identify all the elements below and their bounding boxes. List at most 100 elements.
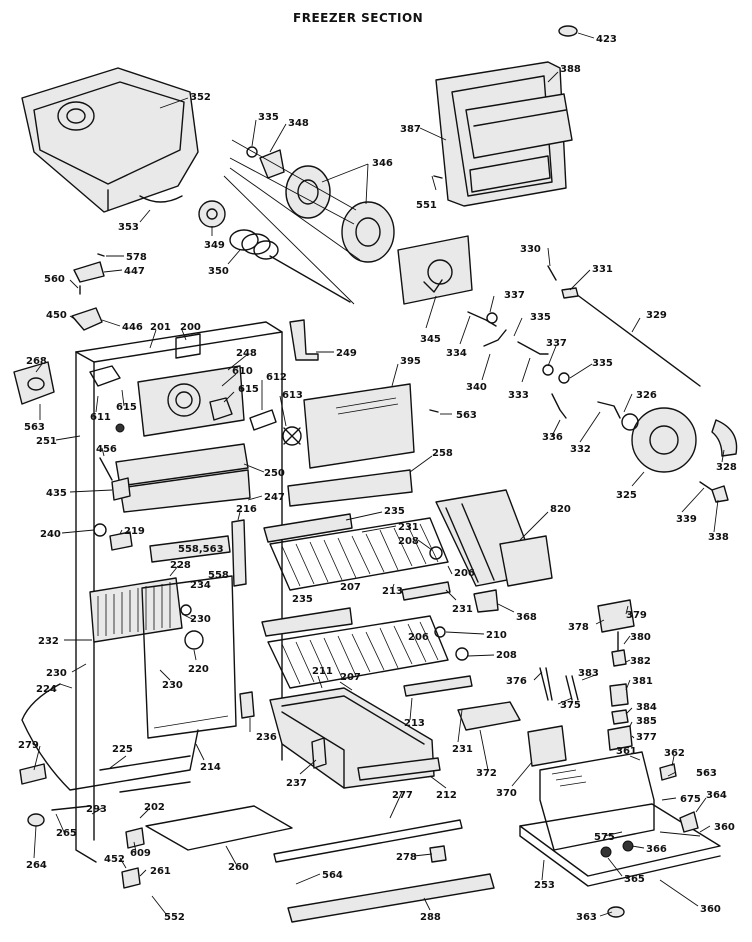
callout-label: 250: [264, 468, 285, 479]
callout-label: 381: [632, 676, 653, 687]
callout-label: 225: [112, 744, 133, 755]
callout-label: 551: [416, 200, 437, 211]
part-325-motor: [621, 407, 738, 473]
part-dispenser-door: [435, 61, 573, 207]
callout-label: 206: [408, 632, 429, 643]
callout-label: 207: [340, 582, 361, 593]
callout-label: 219: [124, 526, 145, 537]
part-446: [71, 307, 103, 331]
callout-label: 253: [534, 880, 555, 891]
part-447-bracket: [73, 261, 105, 283]
part-340: [483, 329, 507, 347]
callout-label: 265: [56, 828, 77, 839]
part-208: [429, 546, 443, 560]
part-234: [180, 604, 192, 616]
callout-label: 377: [636, 732, 657, 743]
callout-label: 446: [122, 322, 143, 333]
callout-label: 382: [630, 656, 651, 667]
callout-label: 260: [228, 862, 249, 873]
part-202: [119, 781, 191, 793]
callout-label: 563: [696, 768, 717, 779]
part-346-augers: [223, 139, 395, 305]
part-435: [111, 477, 131, 501]
callout-label: 552: [164, 912, 185, 923]
part-261: [121, 867, 141, 889]
part-upper-shelf: [263, 513, 451, 601]
callout-label: 264: [26, 860, 47, 871]
part-268-light: [13, 361, 55, 405]
callout-label: 231: [398, 522, 419, 533]
part-220: [184, 630, 204, 650]
callout-label: 288: [420, 912, 441, 923]
callout-label: 249: [336, 348, 357, 359]
callout-label: 435: [46, 488, 67, 499]
callout-label: 232: [38, 636, 59, 647]
callout-label: 563: [24, 422, 45, 433]
callout-label: 236: [256, 732, 277, 743]
part-250: [115, 443, 249, 487]
callout-label: 610: [232, 366, 253, 377]
callout-label: 615: [116, 402, 137, 413]
part-337: [486, 312, 498, 324]
part-224-tube: [21, 683, 199, 791]
part-456: [99, 457, 113, 481]
part-216: [231, 519, 247, 587]
callout-label: 675: [680, 794, 701, 805]
callout-label: 558: [208, 570, 229, 581]
callout-label: 261: [150, 866, 171, 877]
callout-label: 338: [708, 532, 729, 543]
callout-label: 293: [86, 804, 107, 815]
callout-label: 379: [626, 610, 647, 621]
callout-label: 235: [384, 506, 405, 517]
part-249-bracket: [289, 319, 319, 361]
callout-label: 231: [452, 604, 473, 615]
part-277-rail: [273, 819, 463, 863]
part-260-tray: [145, 805, 293, 851]
part-345-bracket: [397, 235, 473, 305]
part-valve-assembly: [597, 599, 635, 707]
callout-label: 395: [400, 356, 421, 367]
callout-label: 248: [236, 348, 257, 359]
part-820-icemaker: [435, 489, 553, 587]
part-338: [711, 485, 729, 503]
callout-label: 325: [616, 490, 637, 501]
callout-label: 450: [46, 310, 67, 321]
callout-label: 380: [630, 632, 651, 643]
callout-label: 349: [204, 240, 225, 251]
part-578-screw: [97, 253, 105, 257]
part-225: [99, 755, 191, 771]
callout-label: 360: [714, 822, 735, 833]
part-349-gear: [198, 200, 226, 228]
callout-label: 384: [636, 702, 657, 713]
part-219: [109, 531, 133, 551]
callout-label: 423: [596, 34, 617, 45]
part-377: [607, 725, 633, 751]
callout-label: 360: [700, 904, 721, 915]
callout-label: 258: [432, 448, 453, 459]
callout-label: 361: [616, 746, 637, 757]
callout-label: 268: [26, 356, 47, 367]
diagram-title: FREEZER SECTION: [293, 11, 423, 25]
part-551-screw: [433, 175, 443, 179]
callout-layer: 423 388 387 551 352 335 348 346 349 353 …: [18, 34, 737, 923]
part-335-washer: [246, 146, 258, 158]
callout-label: 335: [258, 112, 279, 123]
part-348: [259, 149, 285, 179]
callout-label: 230: [162, 680, 183, 691]
callout-label: 231: [452, 744, 473, 755]
callout-label: 228: [170, 560, 191, 571]
part-363: [607, 906, 625, 918]
callout-label: 230: [190, 614, 211, 625]
part-ice-bucket: [21, 67, 199, 213]
callout-label: 247: [264, 492, 285, 503]
callout-label: 348: [288, 118, 309, 129]
callout-label: 329: [646, 310, 667, 321]
part-208b: [455, 647, 469, 661]
part-558-563: [149, 535, 231, 563]
callout-label: 346: [372, 158, 393, 169]
part-264: [27, 813, 45, 827]
callout-label: 220: [188, 664, 209, 675]
callout-label: 452: [104, 854, 125, 865]
callout-label: 326: [636, 390, 657, 401]
